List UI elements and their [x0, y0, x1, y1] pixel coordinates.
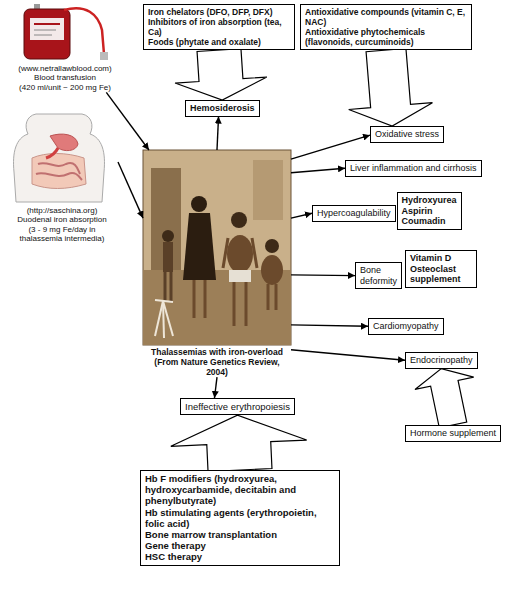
node-text: Ineffective erythropoiesis [185, 401, 290, 412]
node-text: (420 ml/unit ~ 200 mg Fe) [6, 83, 124, 92]
source-figure: (http://saschina.org)Duodenal iron absor… [6, 112, 118, 244]
arrow-line [291, 135, 370, 159]
node-text: Blood transfusion [6, 73, 124, 82]
node-text: Inhibitors of iron absorption (tea, Ca) [148, 17, 290, 37]
arrow-line [291, 213, 312, 218]
hollow-arrow [415, 369, 474, 428]
node-text: HSC therapy [145, 551, 335, 562]
complication-box: Ineffective erythropoiesis [180, 398, 295, 415]
node-text: Endocrinopathy [410, 355, 473, 366]
complication-box: Hemosiderosis [185, 100, 260, 117]
treatment-box: Hormone supplement [405, 425, 501, 442]
treatment-box: Vitamin D Osteoclast supplement [405, 250, 477, 288]
node-text: Iron chelators (DFO, DFP, DFX) [148, 7, 290, 17]
arrow-line [118, 162, 143, 218]
node-text: Bone deformity [360, 265, 397, 286]
arrow-line [217, 117, 219, 150]
node-text: Hormone supplement [410, 428, 496, 439]
node-text: Cardiomyopathy [373, 321, 439, 332]
treatment-box: Hb F modifiers (hydroxyurea, hydroxycarb… [140, 470, 340, 566]
arrow-line [106, 92, 149, 150]
blood-bag-picture [24, 4, 108, 60]
node-text: Hypercoagulability [317, 208, 391, 219]
node-text: Thalassemias with iron-overload (From Na… [143, 347, 291, 377]
node-text: Liver inflammation and cirrhosis [350, 163, 477, 174]
complication-box: Bone deformity [355, 262, 402, 289]
node-text: Antioxidative compounds (vitamin C, E, N… [305, 7, 467, 27]
node-text: Bone marrow transplantation [145, 529, 335, 540]
node-text: Duodenal iron absorption [6, 215, 118, 224]
source-figure: (www.netrallawblood.com)Blood transfusio… [6, 4, 124, 92]
node-text: Foods (phytate and oxalate) [148, 37, 290, 47]
hollow-arrow [171, 415, 307, 471]
treatment-box: Antioxidative compounds (vitamin C, E, N… [300, 4, 472, 50]
arrow-line [291, 325, 368, 326]
node-text: Hb F modifiers (hydroxyurea, hydroxycarb… [145, 473, 335, 507]
node-text: Hydroxyurea Aspirin Coumadin [402, 195, 457, 227]
treatment-box: Hydroxyurea Aspirin Coumadin [397, 192, 462, 230]
complication-box: Oxidative stress [370, 126, 444, 143]
complication-box: Cardiomyopathy [368, 318, 444, 335]
arrow-line [291, 350, 405, 361]
hollow-arrow [175, 49, 267, 100]
patients-photograph [143, 150, 291, 345]
node-text: Vitamin D Osteoclast supplement [410, 253, 472, 285]
node-text: Hb stimulating agents (erythropoietin, f… [145, 507, 335, 529]
node-text: (www.netrallawblood.com) [6, 64, 124, 73]
node-text: Antioxidative phytochemicals (flavonoids… [305, 27, 467, 47]
node-text: (3 - 9 mg Fe/day in thalassemia intermed… [6, 225, 118, 244]
photo-figure: Thalassemias with iron-overload (From Na… [143, 150, 291, 377]
arrow-line [214, 377, 217, 398]
node-text: Hemosiderosis [190, 103, 255, 114]
node-text: Gene therapy [145, 540, 335, 551]
arrow-line [291, 274, 355, 276]
node-text: (http://saschina.org) [6, 206, 118, 215]
complication-box: Liver inflammation and cirrhosis [345, 160, 482, 177]
treatment-box: Iron chelators (DFO, DFP, DFX)Inhibitors… [143, 4, 295, 50]
node-text: Oxidative stress [375, 129, 439, 140]
complication-box: Hypercoagulability [312, 205, 396, 222]
hollow-arrow [349, 48, 433, 126]
arrow-line [291, 168, 345, 172]
digestive-tract-picture [14, 114, 105, 202]
complication-box: Endocrinopathy [405, 352, 478, 369]
